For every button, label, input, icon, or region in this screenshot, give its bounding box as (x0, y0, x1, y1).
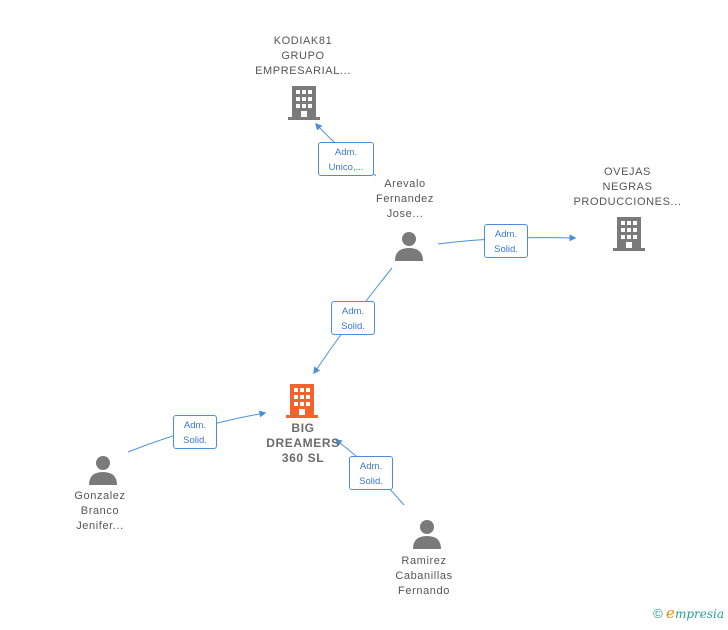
relation-label-gonzalez-big[interactable]: Adm. Solid. (173, 415, 217, 449)
brand-initial: e (666, 604, 675, 622)
building-icon[interactable] (613, 215, 645, 251)
node-label-big-dreamers[interactable]: BIG DREAMERS 360 SL (266, 421, 340, 465)
building-icon[interactable] (288, 84, 320, 120)
relation-label-arevalo-kodiak[interactable]: Adm. Unico,... (318, 142, 374, 176)
person-icon[interactable] (394, 231, 424, 261)
node-label-arevalo[interactable]: Arevalo Fernandez Jose... (376, 178, 434, 220)
node-label-gonzalez[interactable]: Gonzalez Branco Jenifer... (74, 490, 126, 532)
brand-name: mpresia (674, 607, 724, 621)
person-icon[interactable] (412, 519, 442, 549)
copyright-icon: © (653, 606, 663, 621)
node-label-ovejas[interactable]: OVEJAS NEGRAS PRODUCCIONES... (573, 166, 682, 208)
relation-label-arevalo-big[interactable]: Adm. Solid. (331, 301, 375, 335)
node-label-kodiak[interactable]: KODIAK81 GRUPO EMPRESARIAL... (255, 35, 351, 77)
focus-building-icon[interactable] (286, 382, 318, 418)
person-icon[interactable] (88, 455, 118, 485)
relation-label-ramirez-big[interactable]: Adm. Solid. (349, 456, 393, 490)
relation-label-arevalo-ovejas[interactable]: Adm. Solid. (484, 224, 528, 258)
node-label-ramirez[interactable]: Ramirez Cabanillas Fernando (395, 555, 453, 597)
empresia-logo[interactable]: © empresia (653, 604, 724, 622)
